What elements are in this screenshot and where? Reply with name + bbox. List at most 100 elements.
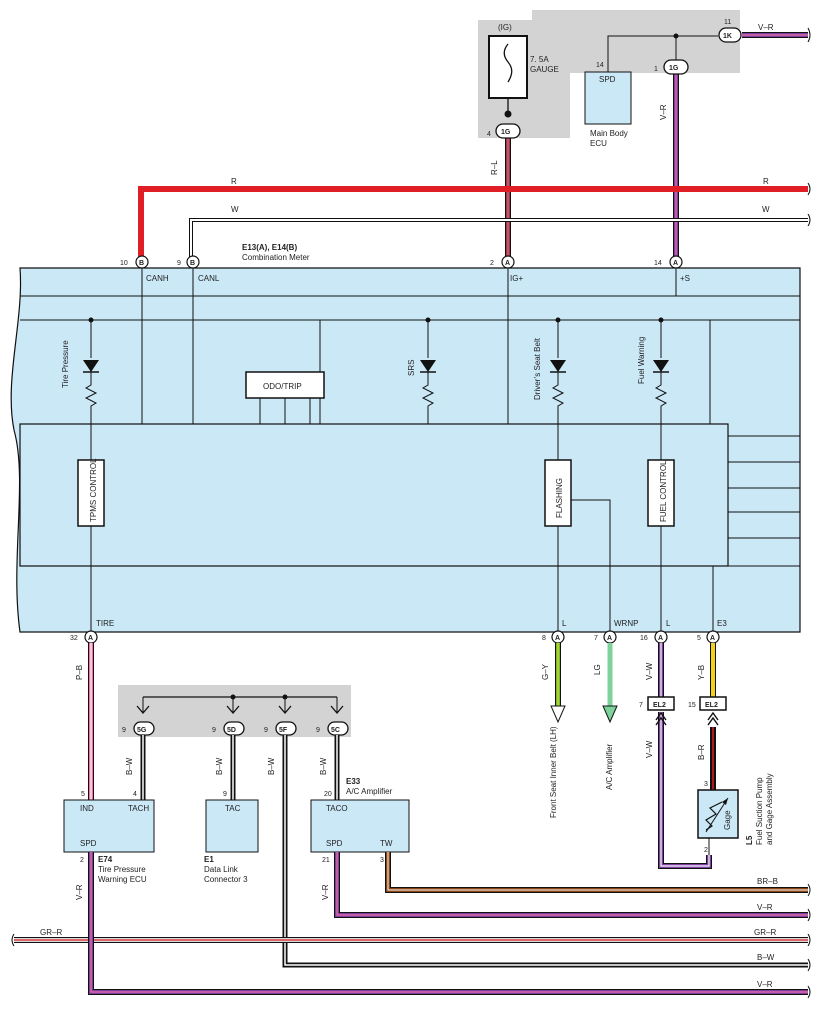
svg-text:E74: E74 xyxy=(98,855,113,864)
svg-text:V–W: V–W xyxy=(645,662,654,680)
svg-text:WRNP: WRNP xyxy=(614,619,638,628)
svg-text:A: A xyxy=(555,635,560,642)
connector-5g: 5G xyxy=(137,727,147,734)
wire-w xyxy=(189,218,808,258)
main-body-ecu xyxy=(584,71,632,125)
ac-amplifier xyxy=(310,799,410,853)
svg-text:W: W xyxy=(231,205,239,214)
svg-text:16: 16 xyxy=(640,635,648,642)
l5-name-2: and Gage Assembly xyxy=(765,773,774,845)
svg-text:V–R: V–R xyxy=(659,104,668,120)
output-ac-amp: A/C Amplifier xyxy=(605,743,614,790)
svg-text:Tire Pressure: Tire Pressure xyxy=(61,340,70,388)
fuse-icon xyxy=(503,43,513,83)
junction-block-1k xyxy=(532,10,740,73)
svg-text:A: A xyxy=(88,635,93,642)
fuel-warning-lamp: Fuel Warning xyxy=(637,317,669,460)
svg-text:GR–R: GR–R xyxy=(754,928,776,937)
svg-text:A: A xyxy=(673,260,678,267)
wire-g-y xyxy=(550,643,566,724)
svg-text:IG+: IG+ xyxy=(510,274,523,283)
svg-text:B–W: B–W xyxy=(125,757,134,775)
svg-text:TIRE: TIRE xyxy=(96,619,114,628)
svg-text:FLASHING: FLASHING xyxy=(555,478,564,518)
svg-text:B–W: B–W xyxy=(757,953,775,962)
svg-text:SPD: SPD xyxy=(326,839,343,848)
svg-text:A: A xyxy=(658,635,663,642)
svg-text:LG: LG xyxy=(593,664,602,675)
svg-text:Driver’s Seat Belt: Driver’s Seat Belt xyxy=(533,337,542,400)
svg-text:3: 3 xyxy=(380,857,384,864)
e74-name-2: Warning ECU xyxy=(98,875,147,884)
svg-text:Y–B: Y–B xyxy=(697,665,706,680)
svg-text:E1: E1 xyxy=(204,855,214,864)
svg-text:32: 32 xyxy=(70,635,78,642)
output-seat-belt: Front Seat Inner Belt (LH) xyxy=(549,726,558,818)
tire-pressure-ecu xyxy=(63,799,155,853)
svg-text:BR–B: BR–B xyxy=(757,877,778,886)
svg-text:9: 9 xyxy=(212,727,216,734)
wire-v-w xyxy=(658,643,712,869)
connector-1g-b: 1G xyxy=(669,65,679,72)
svg-text:+S: +S xyxy=(680,274,690,283)
svg-text:L: L xyxy=(666,619,671,628)
svg-text:9: 9 xyxy=(223,791,227,798)
connector-1g-a: 1G xyxy=(501,129,511,136)
wire-b-w-group xyxy=(140,735,808,968)
svg-text:14: 14 xyxy=(654,260,662,267)
svg-text:EL2: EL2 xyxy=(653,702,666,709)
svg-text:B–W: B–W xyxy=(267,757,276,775)
svg-text:P–B: P–B xyxy=(75,665,84,680)
svg-text:V–R: V–R xyxy=(321,884,330,900)
svg-text:15: 15 xyxy=(688,702,696,709)
e74-name-1: Tire Pressure xyxy=(98,865,146,874)
svg-text:TPMS CONTROL: TPMS CONTROL xyxy=(89,458,98,522)
svg-text:9: 9 xyxy=(316,727,320,734)
svg-text:21: 21 xyxy=(322,857,330,864)
svg-text:10: 10 xyxy=(120,260,128,267)
combination-meter-panel xyxy=(10,267,801,633)
meter-name: Combination Meter xyxy=(242,253,310,262)
svg-text:B: B xyxy=(190,260,195,267)
svg-text:TACO: TACO xyxy=(326,804,348,813)
fuse-rating: 7. 5A xyxy=(530,55,549,64)
connector-5f: 5F xyxy=(279,727,288,734)
ecu-spd-label: SPD xyxy=(599,75,616,84)
svg-text:TW: TW xyxy=(380,839,393,848)
svg-text:A: A xyxy=(505,260,510,267)
svg-text:E3: E3 xyxy=(717,619,727,628)
wire-v-r-e74 xyxy=(88,852,808,995)
odo-trip-box xyxy=(245,371,325,399)
svg-text:R–L: R–L xyxy=(490,160,499,175)
svg-text:Gage: Gage xyxy=(723,810,732,830)
wire-r xyxy=(138,186,808,258)
svg-text:EL2: EL2 xyxy=(705,702,718,709)
e1-name-2: Connector 3 xyxy=(204,875,248,884)
svg-text:A: A xyxy=(607,635,612,642)
svg-text:ODO/TRIP: ODO/TRIP xyxy=(263,382,302,391)
svg-text:B–R: B–R xyxy=(697,744,706,760)
svg-text:2: 2 xyxy=(80,857,84,864)
svg-text:Fuel Warning: Fuel Warning xyxy=(637,337,646,384)
svg-text:14: 14 xyxy=(596,62,604,69)
svg-text:4: 4 xyxy=(133,791,137,798)
svg-text:L: L xyxy=(562,619,567,628)
svg-text:5: 5 xyxy=(697,635,701,642)
wire-ends xyxy=(11,27,811,999)
seat-belt-lamp: Driver’s Seat Belt xyxy=(533,317,566,460)
srs-lamp: SRS xyxy=(407,317,436,424)
svg-text:TAC: TAC xyxy=(225,804,241,813)
svg-text:SRS: SRS xyxy=(407,360,416,376)
svg-text:CANL: CANL xyxy=(198,274,220,283)
tpms-control-box xyxy=(77,459,105,527)
fuse-ig-label: (IG) xyxy=(498,23,512,32)
svg-text:GR–R: GR–R xyxy=(40,928,62,937)
ecu-name: Main Body xyxy=(590,129,628,138)
wire-v-r-e33 xyxy=(334,852,808,918)
svg-text:B–W: B–W xyxy=(215,757,224,775)
svg-text:CANH: CANH xyxy=(146,274,169,283)
svg-text:7: 7 xyxy=(639,702,643,709)
fuse-name: GAUGE xyxy=(530,65,559,74)
connector-5c: 5C xyxy=(331,727,340,734)
